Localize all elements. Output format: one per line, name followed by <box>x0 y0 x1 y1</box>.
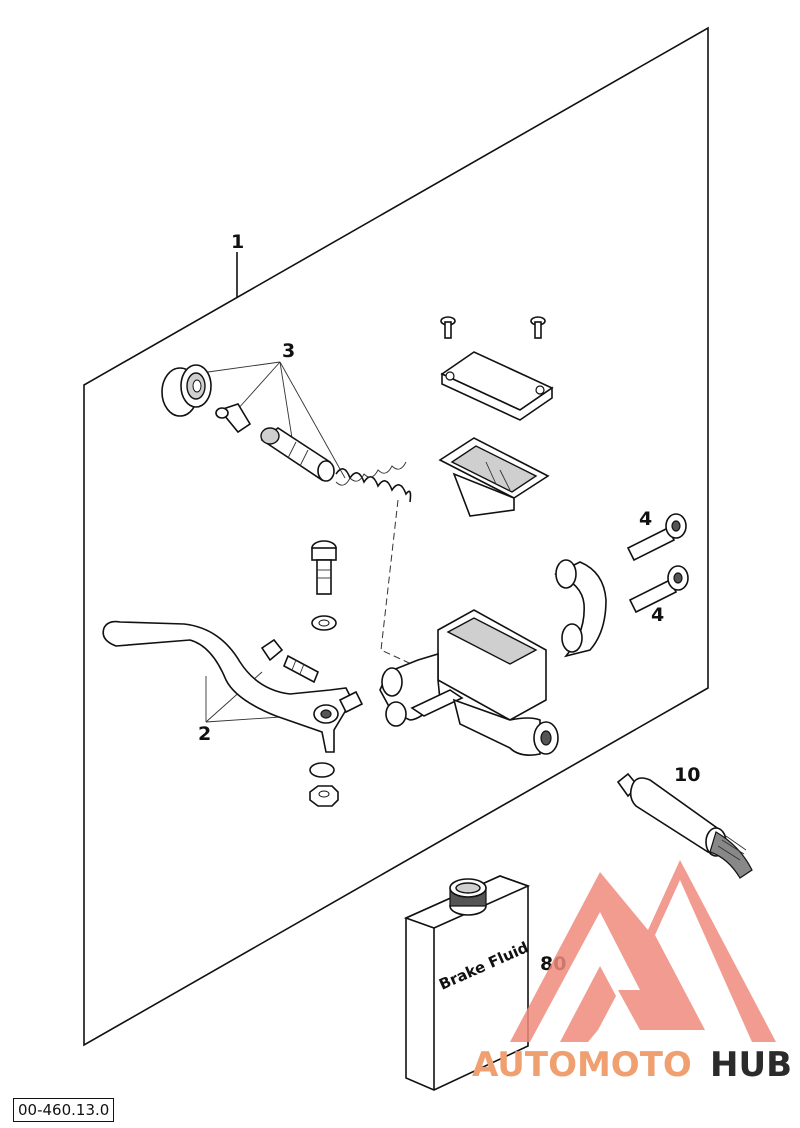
callout-3: 3 <box>282 340 295 362</box>
pivot-bolt-part <box>311 540 337 595</box>
lever-nut-part <box>309 785 339 807</box>
diaphragm-part <box>438 437 550 517</box>
dust-boot-part <box>161 364 212 417</box>
piston-part <box>260 427 335 482</box>
washer-lower-part <box>309 762 335 778</box>
assembly-frame <box>83 26 709 1047</box>
brake-fluid-bottle-part <box>403 875 531 1091</box>
reservoir-cover-part <box>440 351 554 421</box>
clamp-bolt-lower <box>628 565 689 614</box>
brake-lever-part <box>102 620 364 753</box>
diagram-reference-code: 00-460.13.0 <box>13 1098 115 1122</box>
cover-screw-right <box>530 316 546 339</box>
watermark-text-primary: AUTOMOTO <box>472 1045 692 1085</box>
washer-upper-hole <box>318 619 330 627</box>
watermark-text-secondary: HUB <box>710 1045 792 1085</box>
piston-tip-part <box>215 403 252 434</box>
callout-4-upper: 4 <box>639 508 652 530</box>
clamp-bolt-upper <box>626 513 687 562</box>
spring-part <box>335 461 412 503</box>
cover-screw-left <box>440 316 456 339</box>
callout-10: 10 <box>674 764 700 786</box>
handlebar-clamp-part <box>554 559 607 658</box>
adjuster-screw-part <box>260 638 320 684</box>
watermark-triangle-mark <box>510 860 776 1042</box>
watermark-logo <box>510 860 776 1042</box>
callout-4-lower: 4 <box>651 604 664 626</box>
watermark-triangle-inner <box>560 966 616 1042</box>
master-cylinder-part <box>379 609 559 756</box>
callout-2: 2 <box>198 723 211 745</box>
assembly-dash-line <box>380 499 421 669</box>
leader-3-group <box>207 361 346 479</box>
callout-1: 1 <box>231 231 244 253</box>
brake-hose-part <box>616 772 753 879</box>
